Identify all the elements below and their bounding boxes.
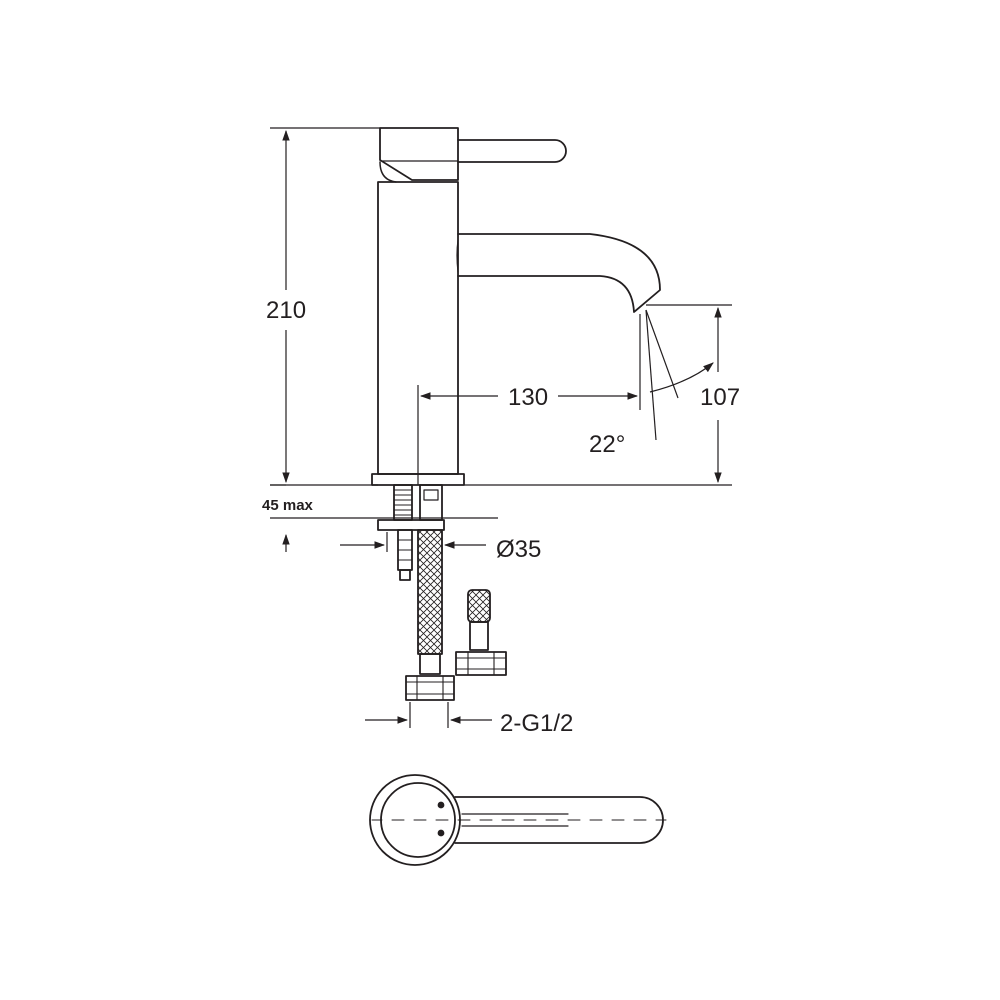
label-height-total: 210 bbox=[266, 297, 306, 324]
handle-lever bbox=[457, 139, 567, 163]
hose-long bbox=[417, 529, 443, 655]
fixing-plate bbox=[377, 519, 445, 531]
hose-nut-long bbox=[405, 675, 455, 701]
handle-cap bbox=[379, 127, 459, 181]
label-hole-diameter: Ø35 bbox=[496, 536, 541, 563]
spout bbox=[457, 233, 661, 313]
label-spout-height: 107 bbox=[700, 384, 740, 411]
hose-short bbox=[467, 589, 491, 623]
dim-arc-angle bbox=[649, 362, 714, 393]
hose-nut-short bbox=[455, 651, 507, 676]
mounting-hardware bbox=[377, 484, 445, 581]
flexible-hoses bbox=[405, 529, 507, 701]
faucet-top-view bbox=[369, 774, 667, 866]
label-inlet-thread: 2-G1/2 bbox=[500, 710, 573, 737]
label-reach: 130 bbox=[508, 384, 548, 411]
dimension-lines bbox=[270, 127, 732, 728]
label-spout-angle: 22° bbox=[589, 431, 625, 458]
label-deck-thickness: 45 max bbox=[262, 497, 314, 514]
